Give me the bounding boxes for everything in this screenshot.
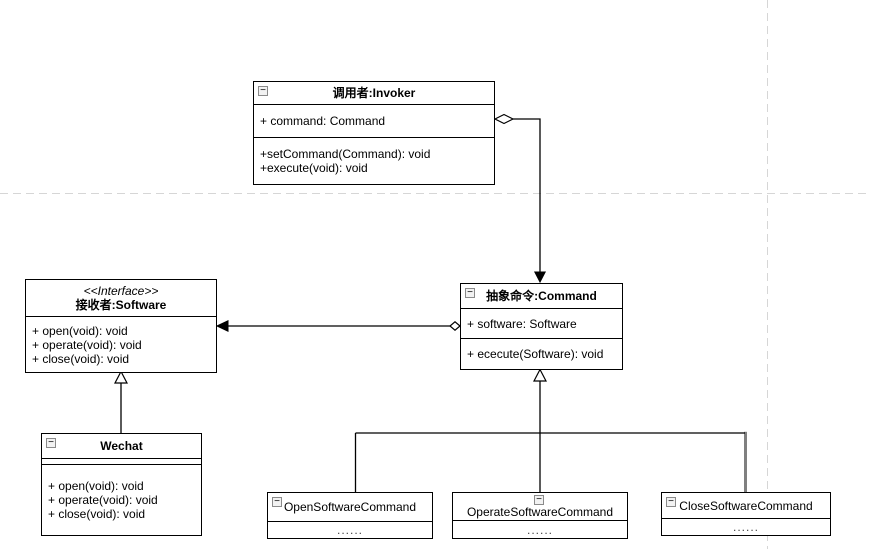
collapse-icon[interactable]: − bbox=[272, 497, 282, 507]
generalization-arrowhead-command bbox=[533, 368, 547, 382]
edge-generalization-commands[interactable] bbox=[354, 381, 746, 492]
class-title: 抽象命令:Command bbox=[486, 289, 597, 303]
class-title: 接收者:Software bbox=[75, 297, 167, 312]
class-invoker-attributes: + command: Command bbox=[254, 105, 494, 138]
method-line: + close(void): void bbox=[48, 507, 146, 521]
class-command-title-bar: − 抽象命令:Command bbox=[461, 284, 622, 309]
class-software-title-bar: <<Interface>> 接收者:Software bbox=[26, 280, 216, 317]
ellipsis-text: ...... bbox=[336, 523, 363, 537]
class-software-methods: + open(void): void + operate(void): void… bbox=[26, 317, 216, 372]
method-line: +execute(void): void bbox=[260, 161, 368, 175]
class-open-software-command[interactable]: − OpenSoftwareCommand ...... bbox=[267, 492, 433, 539]
ellipsis-text: ...... bbox=[526, 522, 553, 537]
method-line: + operate(void): void bbox=[32, 337, 142, 352]
class-invoker-methods: +setCommand(Command): void +execute(void… bbox=[254, 138, 494, 184]
class-wechat-attributes-empty bbox=[42, 459, 201, 465]
stereotype-label: <<Interface>> bbox=[83, 283, 159, 298]
class-title: CloseSoftwareCommand bbox=[679, 498, 813, 513]
ellipsis-text: ...... bbox=[732, 520, 759, 534]
class-wechat-title-bar: − Wechat bbox=[42, 434, 201, 459]
class-invoker[interactable]: − 调用者:Invoker + command: Command +setCom… bbox=[253, 81, 495, 185]
class-operate-command-body: ...... bbox=[453, 521, 627, 538]
class-open-command-body: ...... bbox=[268, 522, 432, 538]
class-operate-software-command[interactable]: − OperateSoftwareCommand ...... bbox=[452, 492, 628, 539]
edge-aggregation-invoker-command[interactable] bbox=[513, 118, 541, 273]
method-line: + ececute(Software): void bbox=[467, 347, 604, 361]
aggregation-diamond-invoker bbox=[493, 113, 515, 125]
class-command[interactable]: − 抽象命令:Command + software: Software + ec… bbox=[460, 283, 623, 370]
attribute-line: + command: Command bbox=[260, 114, 386, 128]
class-close-command-title-bar: − CloseSoftwareCommand bbox=[662, 493, 830, 519]
attribute-line: + software: Software bbox=[467, 316, 577, 331]
class-command-methods: + ececute(Software): void bbox=[461, 339, 622, 369]
class-close-software-command[interactable]: − CloseSoftwareCommand ...... bbox=[661, 492, 831, 536]
class-close-command-body: ...... bbox=[662, 519, 830, 535]
collapse-icon[interactable]: − bbox=[534, 494, 544, 505]
method-line: + close(void): void bbox=[32, 351, 130, 366]
method-line: + open(void): void bbox=[32, 323, 128, 338]
class-title: OpenSoftwareCommand bbox=[283, 500, 417, 514]
class-software-interface[interactable]: <<Interface>> 接收者:Software + open(void):… bbox=[25, 279, 217, 373]
class-operate-command-title-bar: − OperateSoftwareCommand bbox=[453, 493, 627, 521]
method-line: + open(void): void bbox=[48, 479, 144, 493]
method-line: + operate(void): void bbox=[48, 493, 158, 507]
class-open-command-title-bar: − OpenSoftwareCommand bbox=[268, 493, 432, 522]
class-title: Wechat bbox=[100, 439, 143, 453]
class-command-attributes: + software: Software bbox=[461, 309, 622, 339]
class-title: 调用者:Invoker bbox=[332, 86, 416, 100]
class-invoker-title-bar: − 调用者:Invoker bbox=[254, 82, 494, 105]
collapse-icon[interactable]: − bbox=[258, 86, 268, 96]
arrowhead-software-right bbox=[215, 320, 229, 332]
collapse-icon[interactable]: − bbox=[465, 288, 475, 298]
arrowhead-command-top bbox=[533, 271, 547, 284]
collapse-icon[interactable]: − bbox=[666, 497, 676, 507]
class-title: OperateSoftwareCommand bbox=[466, 504, 614, 519]
method-line: +setCommand(Command): void bbox=[260, 147, 431, 161]
aggregation-diamond-command bbox=[449, 321, 461, 331]
collapse-icon[interactable]: − bbox=[46, 438, 56, 448]
class-wechat[interactable]: − Wechat + open(void): void + operate(vo… bbox=[41, 433, 202, 536]
generalization-arrowhead-software bbox=[114, 370, 128, 384]
class-wechat-methods: + open(void): void + operate(void): void… bbox=[42, 465, 201, 535]
